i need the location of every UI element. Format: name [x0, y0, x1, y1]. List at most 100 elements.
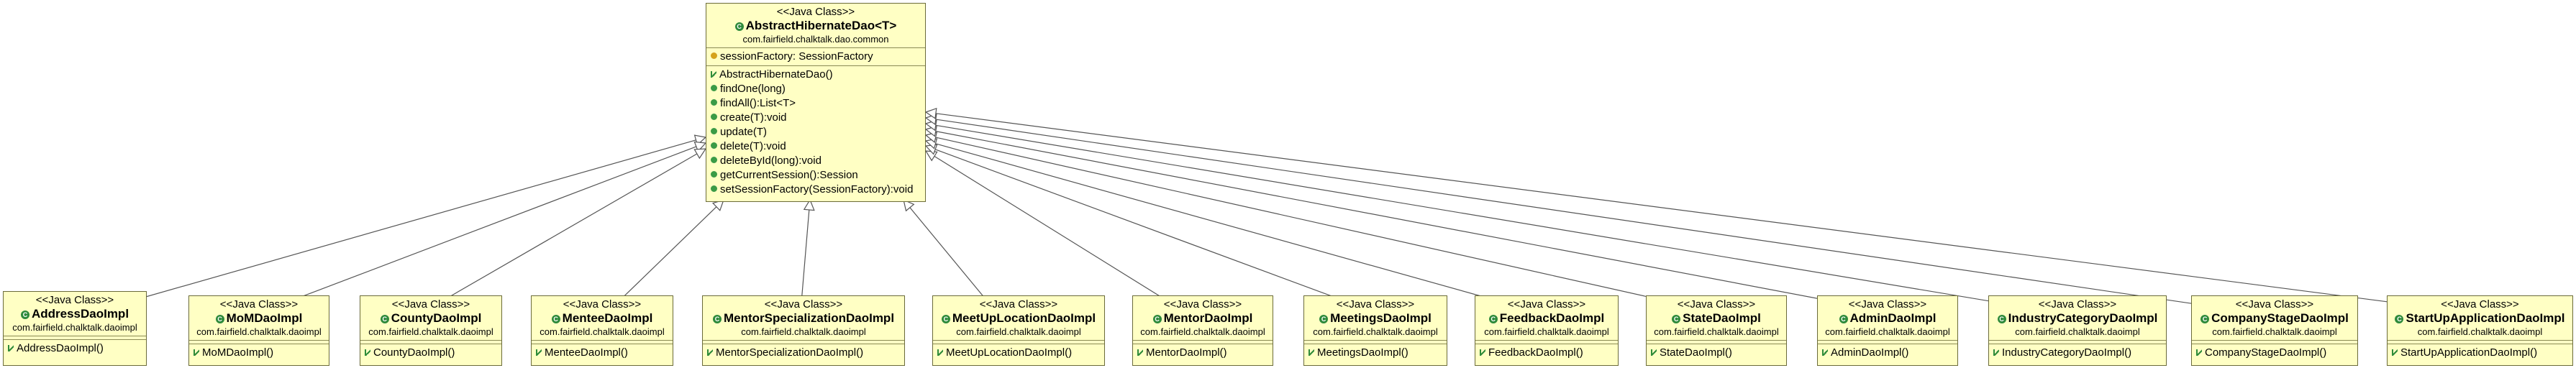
method-row: CountyDaoImpl() [365, 346, 497, 360]
private-field-icon [711, 52, 717, 59]
fields-section [1133, 341, 1273, 344]
public-method-icon [711, 99, 717, 106]
generalization-arrowhead [693, 148, 707, 160]
class-icon: C [734, 22, 744, 31]
methods-section: MentorDaoImpl() [1133, 344, 1273, 362]
constructor-icon [1480, 349, 1485, 356]
package-label: com.fairfield.chalktalk.daoimpl [1654, 326, 1779, 337]
methods-section: CountyDaoImpl() [360, 344, 501, 362]
class-icon: C [1319, 315, 1329, 323]
method-row: MoMDaoImpl() [194, 346, 324, 360]
methods-section: FeedbackDaoImpl() [1475, 344, 1618, 362]
stereotype-label: <<Java Class>> [2235, 298, 2314, 310]
method-row: AddressDaoImpl() [8, 341, 142, 356]
class-icon: C [712, 315, 722, 323]
method-row: StartUpApplicationDaoImpl() [2392, 346, 2568, 360]
package-label: com.fairfield.chalktalk.daoimpl [1140, 326, 1265, 337]
method-row: update(T) [711, 125, 921, 139]
fields-section [1304, 341, 1447, 344]
package-label: com.fairfield.chalktalk.daoimpl [1484, 326, 1609, 337]
method-row: StateDaoImpl() [1651, 346, 1782, 360]
fields-section [703, 341, 904, 344]
public-method-icon [711, 114, 717, 120]
stereotype-label: <<Java Class>> [1507, 298, 1586, 310]
constructor-icon [1309, 349, 1314, 356]
stereotype-label: <<Java Class>> [1848, 298, 1927, 310]
methods-section: AdminDaoImpl() [1818, 344, 1957, 362]
class-icon: C [1839, 315, 1848, 323]
stereotype-label: <<Java Class>> [219, 298, 299, 310]
inheritance-edge [935, 124, 2051, 312]
method-row: MentorDaoImpl() [1137, 346, 1268, 360]
fields-section [360, 341, 501, 344]
methods-section: MenteeDaoImpl() [532, 344, 673, 362]
package-label: com.fairfield.chalktalk.daoimpl [540, 326, 665, 337]
package-label: com.fairfield.chalktalk.daoimpl [368, 326, 493, 337]
constructor-icon [1822, 349, 1828, 356]
fields-section [1647, 341, 1786, 344]
stereotype-label: <<Java Class>> [1677, 298, 1756, 310]
stereotype-label: <<Java Class>> [1163, 298, 1242, 310]
stereotype-label: <<Java Class>> [2441, 298, 2519, 310]
method-row: CompanyStageDaoImpl() [2196, 346, 2353, 360]
inheritance-edge [934, 155, 1185, 312]
constructor-icon [536, 349, 542, 356]
constructor-icon [707, 349, 713, 356]
stereotype-label: <<Java Class>> [2038, 298, 2117, 310]
class-icon: C [2200, 315, 2210, 323]
method-row: MeetingsDaoImpl() [1309, 346, 1442, 360]
class-icon: C [380, 315, 389, 323]
generalization-arrowhead [903, 198, 915, 212]
class-icon: C [20, 310, 29, 319]
methods-section: IndustryCategoryDaoImpl() [1989, 344, 2166, 362]
package-label: com.fairfield.chalktalk.daoimpl [741, 326, 866, 337]
package-label: com.fairfield.chalktalk.daoimpl [2015, 326, 2140, 337]
inheritance-edge [935, 131, 1885, 312]
method-row: getCurrentSession():Session [711, 168, 921, 183]
inheritance-edge [935, 143, 1536, 312]
public-method-icon [711, 85, 717, 91]
methods-section: MentorSpecializationDaoImpl() [703, 344, 904, 362]
fields-section [532, 341, 673, 344]
generalization-arrowhead [803, 198, 815, 211]
package-label: com.fairfield.chalktalk.daoimpl [12, 322, 137, 333]
fields-section [1475, 341, 1618, 344]
stereotype-label: <<Java Class>> [563, 298, 642, 310]
constructor-icon [2392, 349, 2398, 356]
methods-section: StartUpApplicationDaoImpl() [2388, 344, 2572, 362]
fields-section: sessionFactory: SessionFactory [706, 48, 925, 66]
class-icon: C [1672, 315, 1681, 323]
stereotype-label: <<Java Class>> [776, 6, 855, 18]
package-label: com.fairfield.chalktalk.daoimpl [956, 326, 1081, 337]
method-row: AdminDaoImpl() [1822, 346, 1953, 360]
